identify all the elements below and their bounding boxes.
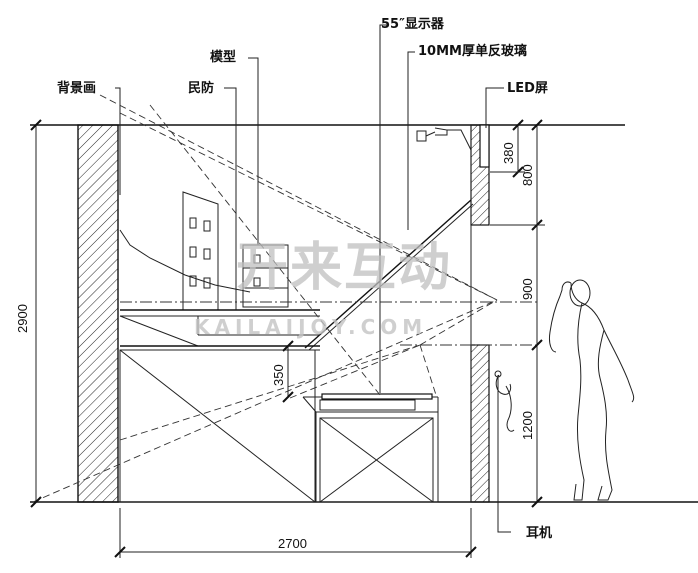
right-partition — [470, 124, 490, 503]
watermark-english: KAILAIJOY.COM — [194, 315, 427, 339]
label-houses: 民防 — [188, 80, 214, 96]
dim-text-900: 900 — [520, 278, 535, 300]
dim-text-2700: 2700 — [278, 536, 307, 551]
leader-lines — [115, 24, 511, 533]
led-screen — [479, 124, 490, 168]
label-background-painting: 背景画 — [57, 80, 96, 96]
dim-shelf — [282, 340, 294, 403]
dim-text-350: 350 — [271, 364, 286, 386]
sight-lines — [32, 94, 540, 503]
projector-device — [416, 127, 472, 151]
label-model: 模型 — [210, 49, 236, 65]
dim-text-2900: 2900 — [15, 304, 30, 333]
label-display-55: 55″显示器 — [381, 17, 445, 32]
dim-right — [490, 119, 545, 508]
dim-text-1200: 1200 — [520, 411, 535, 440]
shelter-model — [242, 244, 289, 308]
monitor-55 — [321, 393, 433, 400]
dim-text-800: 800 — [520, 164, 535, 186]
dim-total-height — [30, 119, 42, 508]
dim-text-380: 380 — [501, 142, 516, 164]
person-silhouette — [549, 279, 635, 501]
label-glass: 10MM厚单反玻璃 — [418, 43, 527, 59]
background-painting — [119, 128, 251, 293]
dim-width — [114, 508, 477, 558]
building-model — [182, 191, 219, 310]
label-led-screen: LED屏 — [507, 81, 548, 96]
left-wall — [77, 124, 119, 503]
watermark-chinese: 开来互动 — [236, 238, 452, 298]
label-earphone: 耳机 — [526, 525, 552, 541]
reflective-glass — [304, 199, 474, 351]
monitor-cabinet — [302, 396, 439, 503]
lower-cabinet — [119, 349, 316, 503]
